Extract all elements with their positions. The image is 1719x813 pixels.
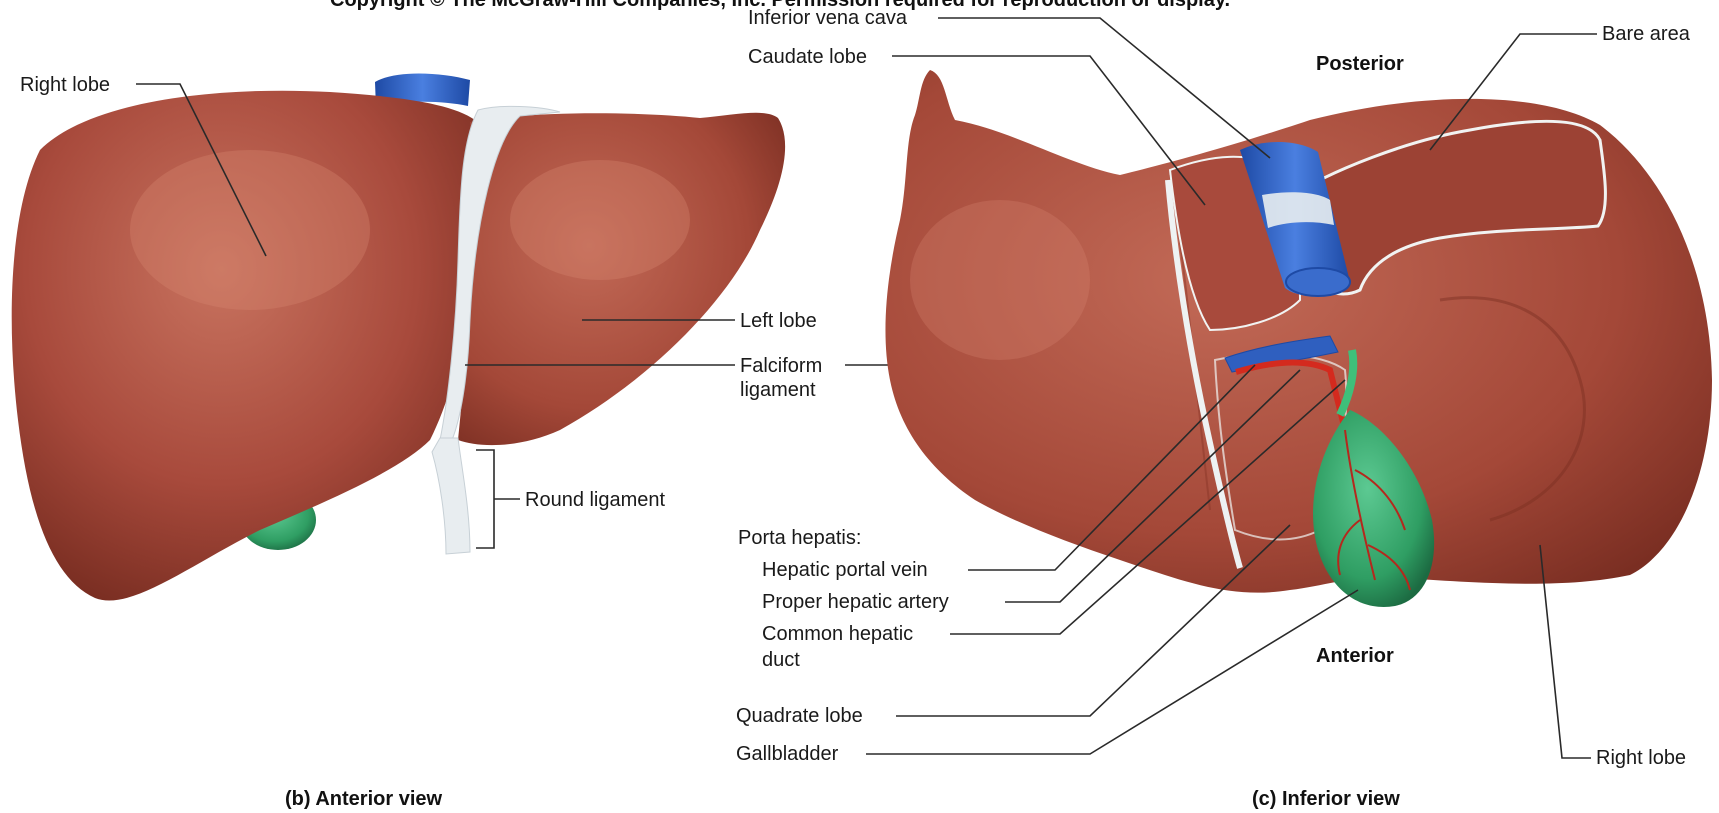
round-ligament-bracket [476, 450, 520, 548]
inferior-ivc-opening [1286, 268, 1350, 296]
anterior-left-lobe-highlight [510, 160, 690, 280]
label-left-lobe-anterior: Left lobe [740, 310, 817, 332]
label-common-hepatic-duct-2: duct [762, 649, 800, 671]
label-gallbladder: Gallbladder [736, 743, 839, 765]
anterior-right-lobe-highlight [130, 150, 370, 310]
label-anterior: Anterior [1316, 645, 1394, 667]
label-inferior-vena-cava: Inferior vena cava [748, 7, 908, 29]
label-posterior: Posterior [1316, 53, 1404, 75]
caption-inferior-view: (c) Inferior view [1252, 788, 1400, 810]
label-caudate-lobe: Caudate lobe [748, 46, 867, 68]
leader-gallbladder [866, 590, 1358, 754]
label-hepatic-portal-vein: Hepatic portal vein [762, 559, 928, 581]
anterior-view-illustration [12, 74, 785, 601]
inferior-left-lobe-highlight [910, 200, 1090, 360]
label-proper-hepatic-artery: Proper hepatic artery [762, 591, 949, 613]
round-ligament-shape [432, 438, 470, 554]
label-bare-area: Bare area [1602, 23, 1691, 45]
caption-anterior-view: (b) Anterior view [285, 788, 442, 810]
label-right-lobe-anterior: Right lobe [20, 74, 110, 96]
label-quadrate-lobe: Quadrate lobe [736, 705, 863, 727]
inferior-view-illustration [885, 70, 1712, 607]
label-falciform-ligament-2: ligament [740, 379, 816, 401]
label-round-ligament: Round ligament [525, 489, 666, 511]
label-falciform-ligament-1: Falciform [740, 355, 822, 377]
label-common-hepatic-duct-1: Common hepatic [762, 623, 913, 645]
label-right-lobe-inferior: Right lobe [1596, 747, 1686, 769]
label-porta-hepatis: Porta hepatis: [738, 527, 861, 549]
